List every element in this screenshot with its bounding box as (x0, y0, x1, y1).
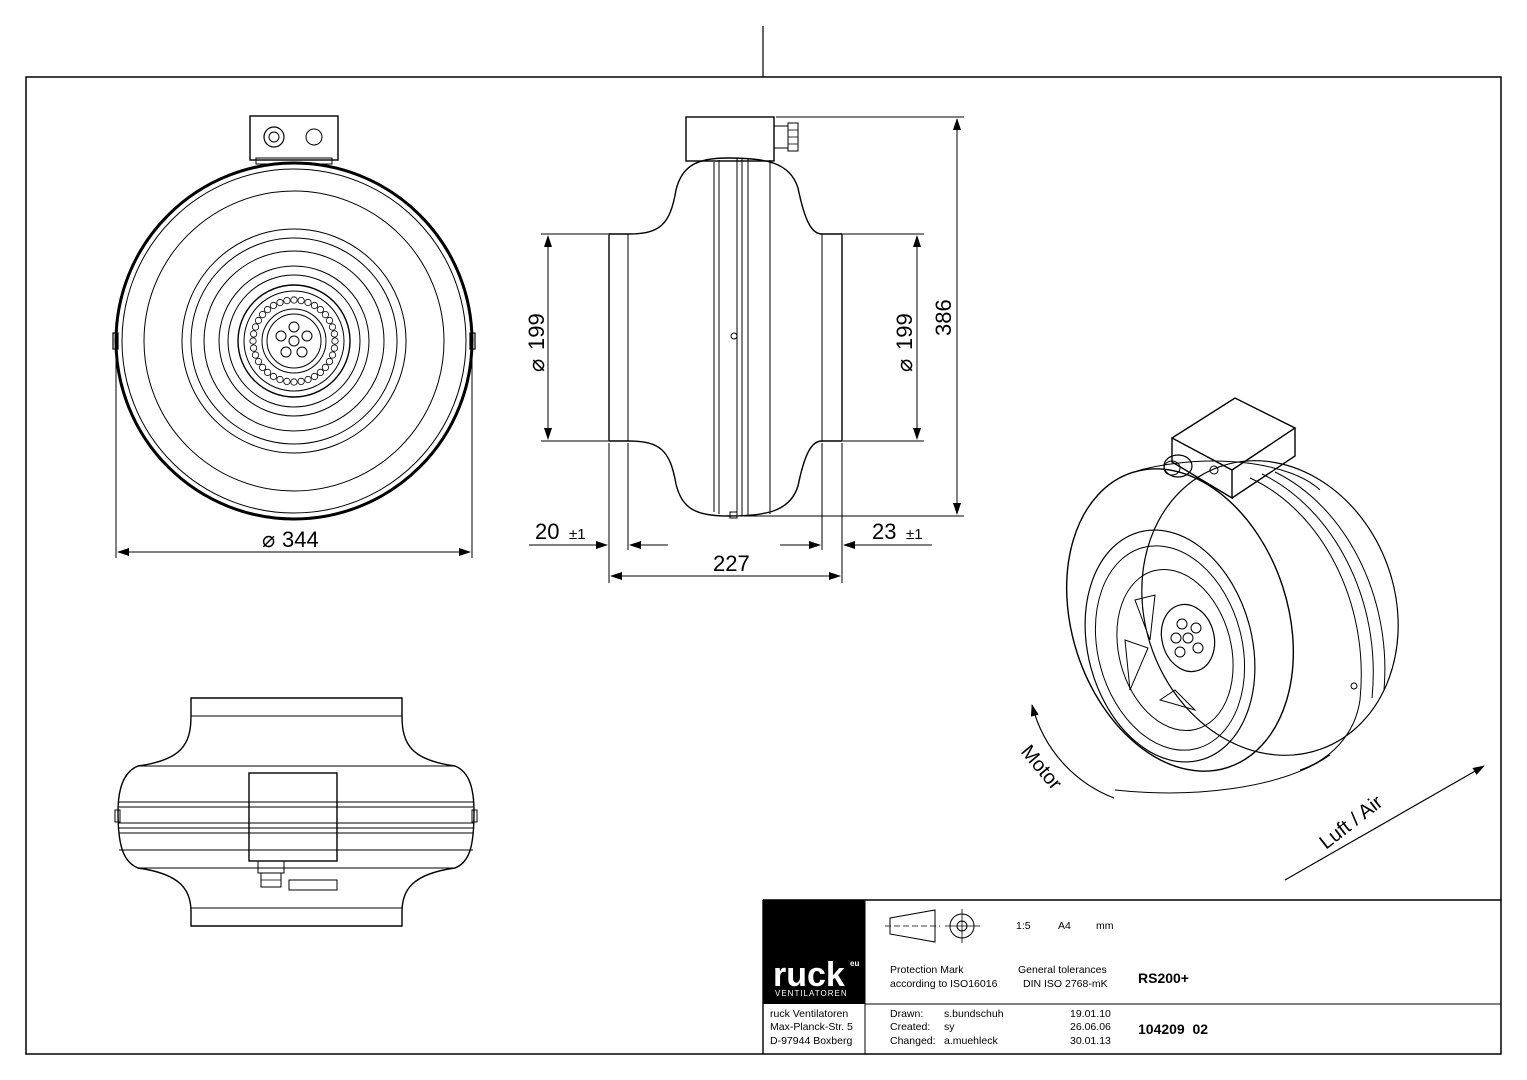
motor-vent-dot (251, 351, 260, 359)
motor-vent-dot (304, 298, 312, 307)
motor-vent-dot (263, 305, 272, 314)
motor-vent-dot (325, 357, 334, 366)
motor-vent-dot (290, 378, 298, 386)
top-view (114, 697, 478, 927)
motor-vent-dot (297, 377, 305, 385)
motor-vent-dot (263, 368, 272, 376)
dimension-right-collar-tolerance: ±1 (906, 526, 923, 543)
diameter-symbol-right: ⌀ (892, 359, 917, 372)
motor-vent-dot (250, 330, 258, 338)
motor-vent-dot (269, 372, 278, 381)
logo-text: ruck (773, 956, 845, 994)
dimension-left-collar: 20 (535, 519, 559, 544)
air-label: Luft / Air (1316, 791, 1388, 854)
motor-vent-dot (254, 357, 263, 366)
motor-vent-dot (297, 296, 305, 305)
motor-vent-dot (283, 377, 291, 385)
motor-vent-dot (258, 310, 267, 319)
air-arrow (1284, 765, 1485, 881)
isometric-view (1065, 397, 1399, 794)
tolerance-line1: General tolerances (1018, 964, 1107, 976)
logo-suffix: eu (850, 959, 859, 968)
logo-subtitle: VENTILATOREN (775, 989, 848, 998)
changed-label: Changed: (890, 1035, 936, 1047)
tolerance-line2: DIN ISO 2768-mK (1023, 978, 1108, 990)
diameter-symbol-left: ⌀ (524, 359, 549, 372)
created-by: sy (944, 1021, 955, 1033)
motor-vent-dot (330, 330, 338, 338)
motor-vent-dot (290, 296, 298, 304)
motor-vent-dot (328, 323, 337, 331)
motor-vent-dot (304, 375, 312, 384)
motor-vent-dot (276, 375, 284, 384)
dimension-height: 386 (931, 299, 956, 336)
motor-vent-dot (250, 344, 258, 352)
drawn-label: Drawn: (890, 1008, 923, 1020)
company-street: Max-Planck-Str. 5 (770, 1021, 853, 1033)
front-view (112, 115, 476, 558)
dimension-front-diameter: 344 (282, 527, 319, 552)
title-block (762, 899, 1501, 1054)
motor-vent-dot (316, 368, 324, 376)
motor-vent-dot (310, 301, 319, 310)
motor-vent-dot (316, 305, 324, 314)
motor-vent-dot (254, 316, 263, 325)
created-date: 26.06.06 (1070, 1021, 1111, 1033)
document-number: 104209 02 (1138, 1021, 1208, 1037)
unit-value: mm (1096, 920, 1114, 932)
protection-mark-line2: according to ISO16016 (890, 978, 998, 990)
motor-vent-dot (328, 351, 337, 359)
motor-vent-dot (249, 337, 257, 345)
drawn-date: 19.01.10 (1070, 1008, 1111, 1020)
motor-vent-dot (258, 363, 267, 371)
created-label: Created: (890, 1021, 930, 1033)
dimension-right-collar: 23 (872, 519, 896, 544)
motor-vent-dot (310, 372, 319, 381)
motor-vent-dot (276, 298, 284, 307)
diameter-symbol-front: ⌀ (262, 527, 275, 552)
motor-vent-dot (321, 310, 329, 319)
changed-by: a.muehleck (944, 1035, 998, 1047)
dimension-inlet-right: 199 (892, 313, 917, 350)
motor-arrow (1030, 704, 1115, 799)
motor-vent-dot (331, 337, 339, 345)
motor-label: Motor (1016, 741, 1066, 795)
scale-value: 1:5 (1016, 920, 1031, 932)
changed-date: 30.01.13 (1070, 1035, 1111, 1047)
motor-vent-dot (283, 296, 291, 305)
motor-vent-dot (321, 363, 329, 371)
dimension-length: 227 (713, 551, 750, 576)
logo-box (763, 900, 865, 1004)
product-name: RS200+ (1138, 970, 1189, 986)
motor-vent-dot (269, 301, 278, 310)
paper-size: A4 (1058, 920, 1071, 932)
drawn-by: s.bundschuh (944, 1008, 1004, 1020)
dimension-left-collar-tolerance: ±1 (569, 526, 586, 543)
protection-mark-line1: Protection Mark (890, 964, 964, 976)
motor-vent-dot (251, 323, 260, 331)
side-view (529, 116, 964, 583)
motor-vent-dot (325, 316, 334, 325)
company-city: D-97944 Boxberg (770, 1035, 852, 1047)
dimension-inlet-left: 199 (524, 313, 549, 350)
company-name: ruck Ventilatoren (770, 1008, 848, 1020)
motor-vent-dot (330, 344, 338, 352)
